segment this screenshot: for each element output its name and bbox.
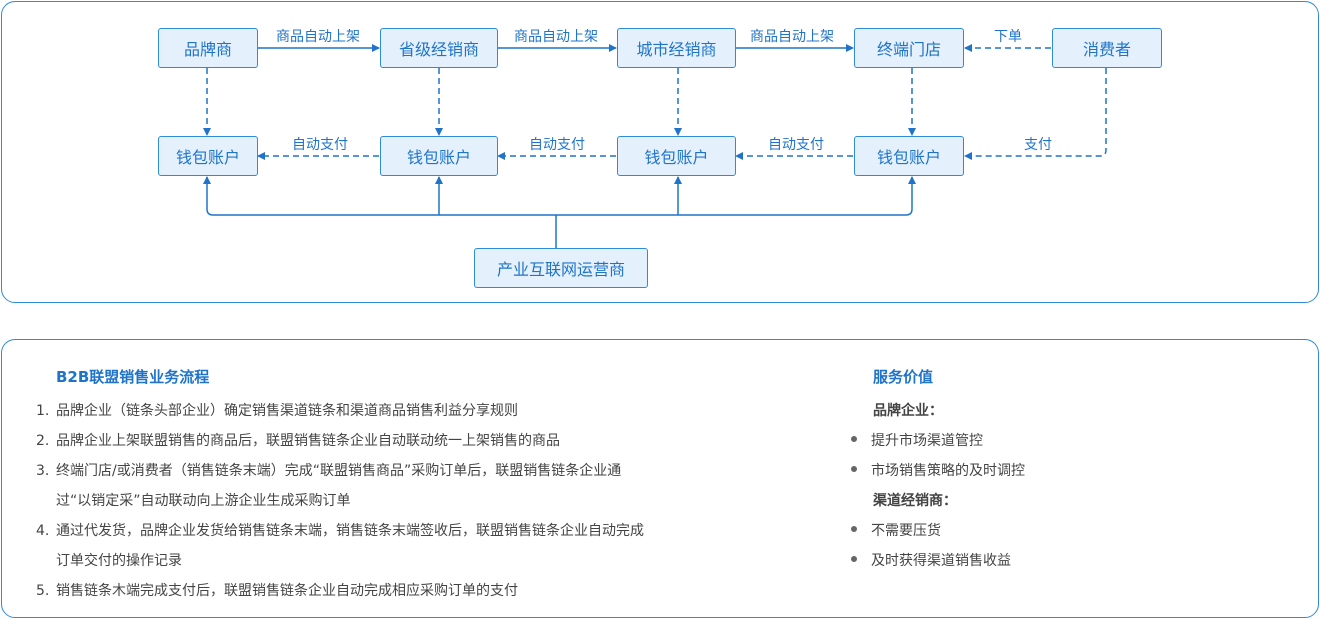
process-step-4: 4. 通过代发货，品牌企业发货给销售链条末端，销售链条末端签收后，联盟销售链条企业… [36, 520, 644, 540]
node-provincial-distributor: 省级经销商 [380, 28, 498, 68]
process-step-3: 3. 终端门店/或消费者（销售链条末端）完成“联盟销售商品”采购订单后，联盟销售链… [36, 460, 621, 480]
bullet-dot [851, 526, 857, 532]
step-text: 销售链条木端完成支付后，联盟销售链条企业自动完成相应采购订单的支付 [56, 583, 518, 599]
bullet-dot [851, 466, 857, 472]
step-text: 终端门店/或消费者（销售链条末端）完成“联盟销售商品”采购订单后，联盟销售链条企… [56, 463, 622, 479]
node-city-distributor: 城市经销商 [617, 28, 736, 68]
value-group-brand-heading: 品牌企业： [873, 403, 943, 419]
node-consumer: 消费者 [1052, 28, 1162, 68]
edge-operator-bus [206, 208, 913, 216]
label-order: 下单 [994, 29, 1022, 45]
label-auto-pay-3: 自动支付 [768, 137, 824, 153]
bullet-dot [851, 436, 857, 442]
process-step-5: 5. 销售链条木端完成支付后，联盟销售链条企业自动完成相应采购订单的支付 [36, 580, 518, 600]
step-text: 品牌企业（链条头部企业）确定销售渠道链条和渠道商品销售利益分享规则 [56, 403, 518, 419]
label-auto-pay-1: 自动支付 [292, 137, 348, 153]
node-wallet-terminal: 钱包账户 [854, 136, 964, 176]
step-number: 2. [36, 433, 50, 449]
info-panel [1, 339, 1319, 618]
node-brand: 品牌商 [158, 28, 258, 68]
node-wallet-provincial: 钱包账户 [380, 136, 498, 176]
process-step-3-cont: 过“以销定采”自动联动向上游企业生成采购订单 [56, 490, 351, 510]
label-auto-listing-1: 商品自动上架 [276, 29, 360, 45]
bullet-dot [851, 556, 857, 562]
value-item-text: 不需要压货 [871, 523, 941, 539]
label-pay: 支付 [1024, 137, 1052, 153]
node-platform-operator: 产业互联网运营商 [474, 248, 648, 288]
step-number: 3. [36, 463, 50, 479]
step-number: 1. [36, 403, 50, 419]
label-auto-listing-3: 商品自动上架 [750, 29, 834, 45]
value-item-text: 市场销售策略的及时调控 [871, 463, 1025, 479]
step-text: 品牌企业上架联盟销售的商品后，联盟销售链条企业自动联动统一上架销售的商品 [56, 433, 560, 449]
value-item-text: 提升市场渠道管控 [871, 433, 983, 449]
step-text: 订单交付的操作记录 [56, 553, 182, 569]
step-text: 通过代发货，品牌企业发货给销售链条末端，销售链条末端签收后，联盟销售链条企业自动… [56, 523, 644, 539]
value-title: 服务价值 [873, 368, 934, 386]
value-item: 及时获得渠道销售收益 [851, 550, 1011, 570]
process-step-1: 1. 品牌企业（链条头部企业）确定销售渠道链条和渠道商品销售利益分享规则 [36, 400, 518, 420]
process-step-4-cont: 订单交付的操作记录 [56, 550, 182, 570]
value-item: 提升市场渠道管控 [851, 430, 983, 450]
node-wallet-city: 钱包账户 [617, 136, 736, 176]
value-group-distributor-heading: 渠道经销商： [873, 493, 957, 509]
process-title: B2B联盟销售业务流程 [56, 368, 210, 386]
node-wallet-brand: 钱包账户 [158, 136, 258, 176]
diagram-connectors [203, 44, 1107, 248]
label-auto-pay-2: 自动支付 [529, 137, 585, 153]
value-item: 不需要压货 [851, 520, 941, 540]
step-number: 4. [36, 523, 50, 539]
process-step-2: 2. 品牌企业上架联盟销售的商品后，联盟销售链条企业自动联动统一上架销售的商品 [36, 430, 560, 450]
label-auto-listing-2: 商品自动上架 [514, 29, 598, 45]
edge-consumer-pay [964, 68, 1107, 160]
value-item: 市场销售策略的及时调控 [851, 460, 1025, 480]
value-item-text: 及时获得渠道销售收益 [871, 553, 1011, 569]
node-terminal-store: 终端门店 [854, 28, 964, 68]
step-number: 5. [36, 583, 50, 599]
step-text: 过“以销定采”自动联动向上游企业生成采购订单 [56, 493, 351, 509]
